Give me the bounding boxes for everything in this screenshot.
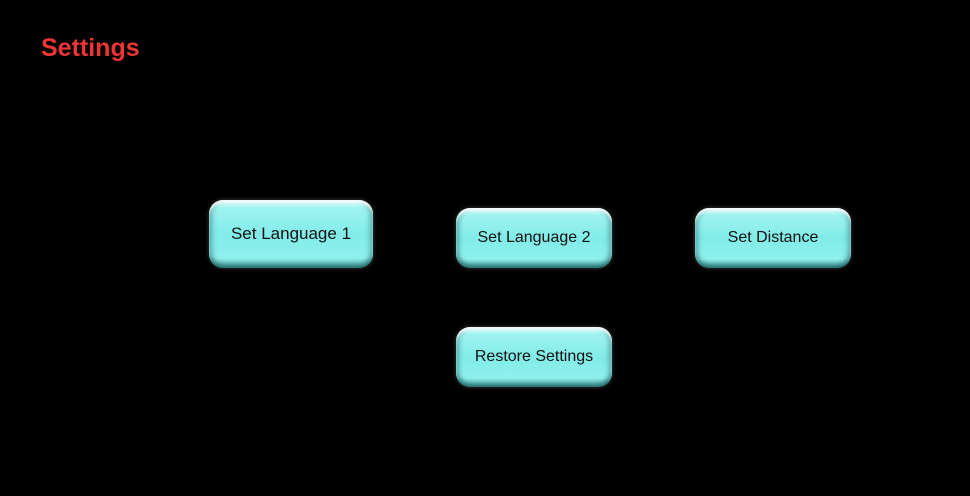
button-label: Set Distance: [727, 229, 819, 246]
button-label: Set Language 2: [477, 229, 591, 246]
page-title: Settings: [41, 34, 140, 62]
set-distance-button[interactable]: Set Distance: [695, 208, 851, 268]
set-language-1-button[interactable]: Set Language 1: [209, 200, 373, 268]
restore-settings-button[interactable]: Restore Settings: [456, 327, 612, 387]
button-label: Restore Settings: [474, 348, 594, 365]
button-label: Set Language 1: [230, 224, 352, 243]
set-language-2-button[interactable]: Set Language 2: [456, 208, 612, 268]
